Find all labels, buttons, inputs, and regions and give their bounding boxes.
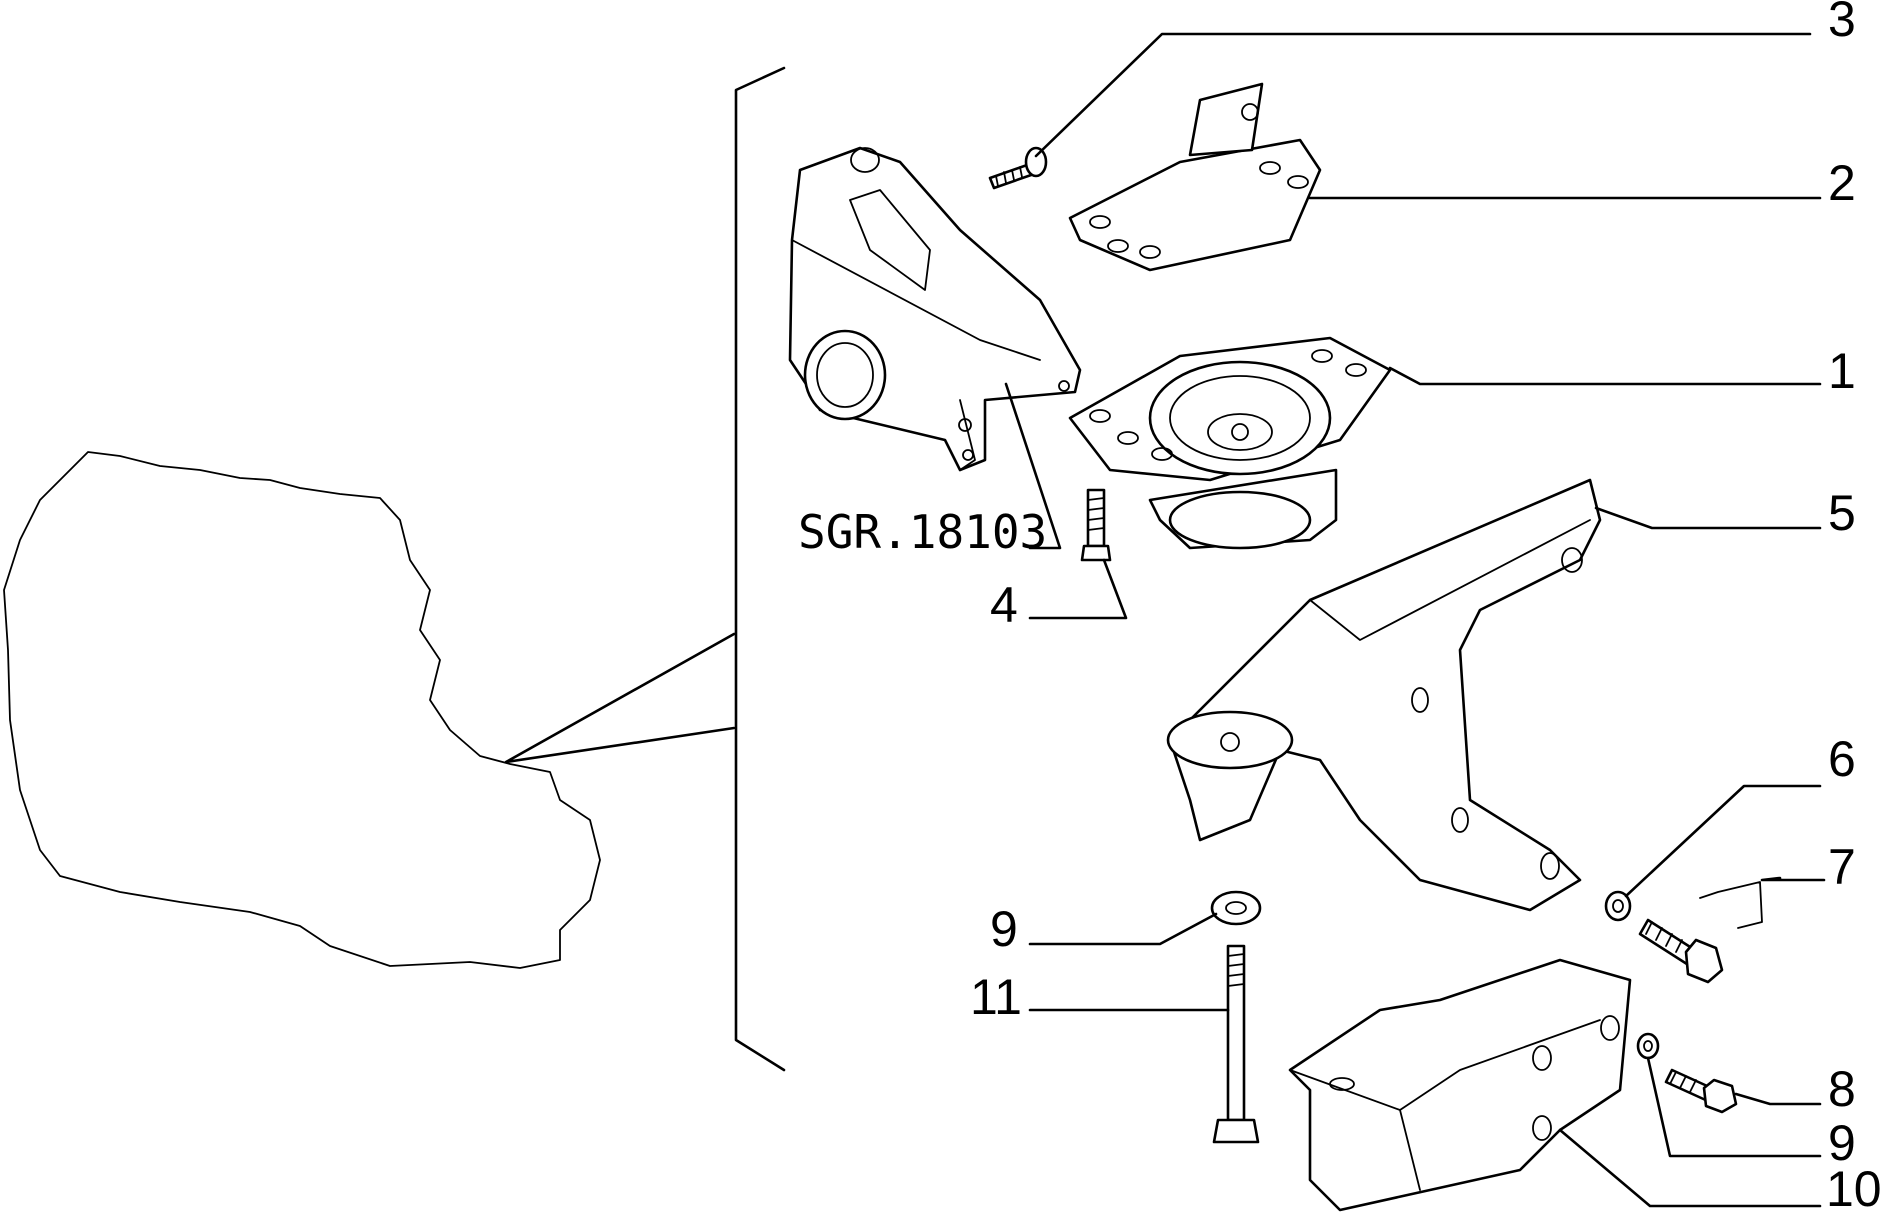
- bolt-part-3: [988, 146, 1048, 190]
- transmission-bracket-part: [788, 146, 1082, 472]
- reference-code-label: SGR.18103: [798, 505, 1047, 559]
- gearbox-leader: [504, 632, 736, 764]
- hex-bolt-part-8: [1664, 1068, 1738, 1114]
- callout-3: 3: [1828, 0, 1856, 47]
- long-bolt-part-11: [1212, 944, 1260, 1144]
- crossmember-part-5: [1166, 478, 1602, 912]
- group-bracket: [734, 66, 786, 1072]
- callout-1: 1: [1828, 343, 1856, 399]
- gearbox-outline: [3, 451, 601, 969]
- callout-10: 10: [1826, 1161, 1882, 1212]
- callout-11: 11: [970, 969, 1022, 1025]
- washer-part-9-upper: [1210, 890, 1262, 926]
- callout-5: 5: [1828, 485, 1856, 541]
- callout-leaders: [1004, 32, 1826, 1208]
- washer-part-9-lower: [1636, 1032, 1660, 1060]
- bracket-plate-part-2: [1068, 82, 1322, 272]
- callout-6: 6: [1828, 731, 1856, 787]
- callout-9-upper: 9: [990, 901, 1018, 957]
- hex-bolt-part-7: [1638, 881, 1763, 984]
- callout-8: 8: [1828, 1061, 1856, 1117]
- rear-bracket-part-10: [1288, 958, 1632, 1212]
- callout-9-lower: 9: [1828, 1115, 1856, 1171]
- engine-mount-part-1: [1068, 336, 1392, 550]
- callout-4: 4: [990, 577, 1018, 633]
- stud-bolt-part-4: [1080, 488, 1112, 562]
- callout-7: 7: [1828, 839, 1856, 895]
- callout-2: 2: [1828, 155, 1856, 211]
- washer-part-6: [1604, 890, 1632, 922]
